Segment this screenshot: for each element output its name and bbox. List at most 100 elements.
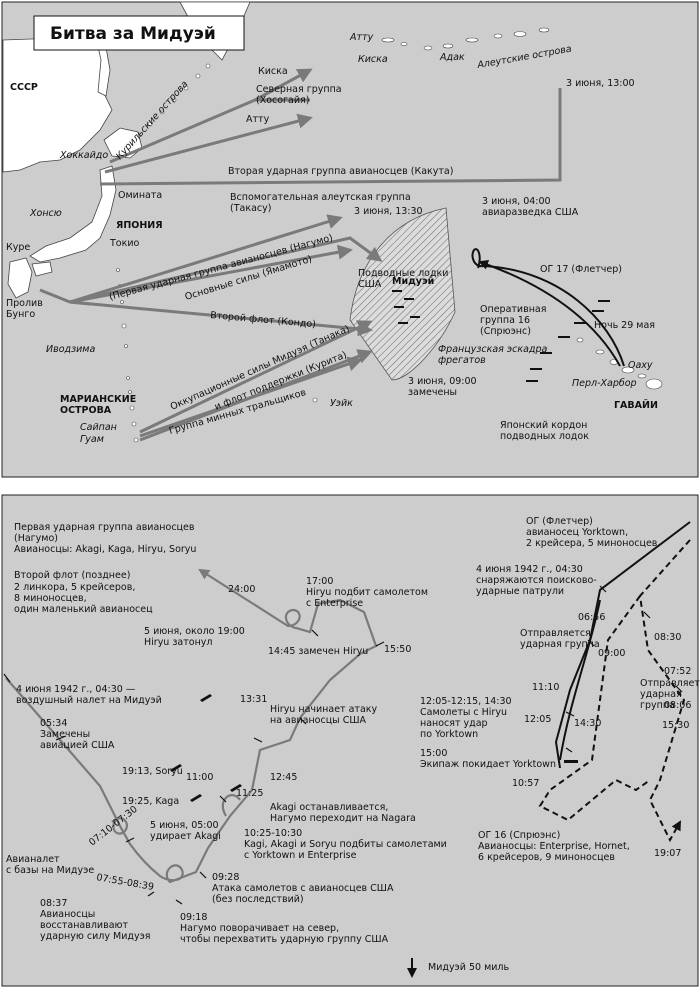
- label-route-kiska: Киска: [258, 66, 288, 77]
- route-main-forces: [69, 244, 353, 304]
- label-guam: Гуам: [80, 434, 104, 445]
- sunk-yorktown-icon: [564, 760, 578, 763]
- route-tf17: [483, 265, 625, 367]
- event-f0830: 08:30: [654, 632, 681, 643]
- route-tf16: [478, 259, 621, 367]
- event-f1205: 12:05: [524, 714, 551, 725]
- kyushu-island: [7, 257, 33, 299]
- label-kure: Куре: [6, 242, 30, 253]
- japanese-routes: [39, 68, 562, 442]
- event-f1907: 19:07: [654, 848, 681, 859]
- event-1913: 19:13, Soryu: [122, 766, 183, 777]
- label-t1330: 3 июня, 13:30: [354, 206, 423, 217]
- label-ussr: СССР: [10, 82, 38, 93]
- scale-label: Мидуэй 50 миль: [428, 962, 509, 973]
- header-second-fleet: Второй флот (позднее): [14, 570, 130, 581]
- event-1245: 12:45: [270, 772, 297, 783]
- label-route-aux-aleutian: Вспомогательная алеутская группа(Такасу): [230, 192, 411, 214]
- route-aux-aleutian: [69, 214, 343, 304]
- event-f1057: 10:57: [512, 778, 539, 789]
- event-1331: 13:31: [240, 694, 267, 705]
- event-f0900: 09:00: [598, 648, 625, 659]
- label-honshu: Хонсю: [29, 208, 62, 219]
- ship-markers: [392, 290, 610, 382]
- spruance-track: [538, 539, 691, 843]
- track-ticks: [3, 585, 683, 905]
- label-ominato: Омината: [118, 190, 162, 201]
- bottom-map-panel: [1, 494, 699, 987]
- track-spruance-2: [538, 595, 651, 822]
- event-f0752: 07:52: [664, 666, 691, 677]
- japanese-track: [5, 568, 378, 884]
- label-wake: Уэйк: [330, 398, 353, 409]
- header-first-sub: Авианосцы: Akagi, Kaga, Hiryu, Soryu: [14, 544, 196, 555]
- route-occupation: [139, 320, 373, 434]
- label-saipan: Сайпан: [80, 422, 117, 433]
- sunk-soryu-icon: [170, 764, 182, 772]
- route-second-carrier: [99, 88, 562, 186]
- header-second-sub: 2 линкора, 5 крейсеров,8 миноносцев,один…: [14, 582, 153, 615]
- title-box: [33, 15, 245, 51]
- shikoku-island: [31, 261, 53, 277]
- label-pearl: Перл-Харбор: [572, 378, 637, 389]
- sunk-akagi-icon: [230, 784, 242, 792]
- sunk-ship-icons: [170, 694, 578, 802]
- aleutian-islands: [381, 27, 550, 51]
- label-route-northern: Северная группа(Хосогайя): [256, 84, 342, 106]
- route-attu: [104, 113, 313, 174]
- label-night29: Ночь 29 мая: [594, 320, 655, 331]
- us-routes: [471, 248, 625, 367]
- event-f1430: 14:30: [574, 718, 601, 729]
- track-loop-0710: [111, 817, 128, 835]
- label-route-attu: Атту: [246, 114, 270, 125]
- top-map: Битва за Мидуэй СССР Курильские острова …: [1, 1, 699, 478]
- track-loop-1100: [221, 794, 241, 817]
- event-1100: 11:00: [186, 772, 213, 783]
- label-tf17: ОГ 17 (Флетчер): [540, 264, 622, 275]
- route-minesweepers: [139, 356, 363, 438]
- sunk-hiryu-icon: [200, 694, 212, 702]
- map-title: Битва за Мидуэй: [50, 24, 216, 44]
- label-midway: Мидуэй: [392, 276, 434, 287]
- event-0430: 4 июня 1942 г., 04:30 —воздушный налет н…: [16, 684, 162, 706]
- event-1125: 11:25: [236, 788, 263, 799]
- route-bungo-origin: [39, 288, 91, 306]
- label-adak: Адак: [439, 52, 465, 63]
- label-hokkaido: Хоккайдо: [59, 150, 108, 161]
- route-second-fleet: [69, 300, 373, 337]
- kuril-islands: [147, 63, 211, 127]
- event-f0656: 06:56: [578, 612, 605, 623]
- header-spruance: ОГ 16 (Спрюэнс)Авианосцы: Enterprise, Ho…: [478, 830, 630, 863]
- label-attu-island: Атту: [349, 32, 374, 43]
- track-fletcher-2: [559, 599, 601, 761]
- track-fletcher: [554, 521, 691, 769]
- event-1550: 15:50: [384, 644, 411, 655]
- route-tf-loop: [471, 248, 485, 269]
- event-f1530: 15:30: [662, 720, 689, 731]
- track-nagumo: [5, 568, 378, 884]
- sunk-kaga-icon: [190, 794, 202, 802]
- event-f1110: 11:10: [532, 682, 559, 693]
- track-spruance: [638, 539, 691, 843]
- label-tokyo: Токио: [109, 238, 140, 249]
- honshu-island: [29, 165, 117, 263]
